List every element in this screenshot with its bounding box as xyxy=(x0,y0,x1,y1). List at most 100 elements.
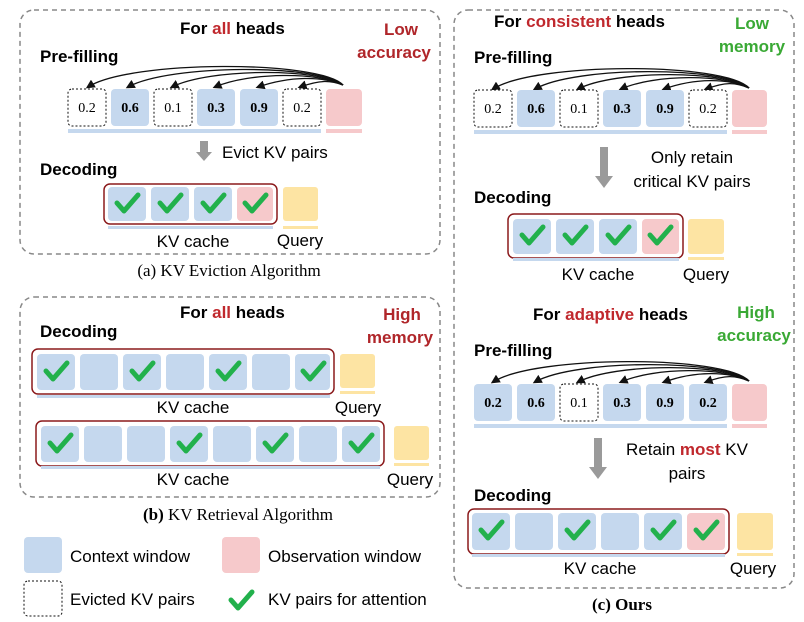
score: 0.1 xyxy=(570,102,588,117)
retain-text-line1: Only retain xyxy=(651,148,733,167)
score: 0.2 xyxy=(484,102,502,117)
query-underline xyxy=(340,391,375,394)
kv-cache-label: KV cache xyxy=(157,232,230,251)
context-underline xyxy=(513,258,679,261)
panel-b-badge-line1: High xyxy=(383,305,421,324)
legend-attention-label: KV pairs for attention xyxy=(268,590,427,609)
query-underline xyxy=(283,226,318,229)
score: 0.3 xyxy=(207,101,225,116)
token-context xyxy=(474,384,512,421)
context-underline xyxy=(41,466,380,469)
panel-b-badge-line2: memory xyxy=(367,328,434,347)
query-label: Query xyxy=(683,265,730,284)
panel-a-decoding-label: Decoding xyxy=(40,160,117,179)
evict-arrow-head xyxy=(196,152,212,161)
panel-a-prefill-label: Pre-filling xyxy=(40,47,118,66)
score: 0.2 xyxy=(293,101,311,116)
panel-c-badge2-line1: High xyxy=(737,303,775,322)
panel-a-badge-line1: Low xyxy=(384,20,419,39)
panel-b-cache-row-2 xyxy=(41,426,380,462)
panel-b-cache-row-1 xyxy=(37,354,330,390)
legend-evicted-label: Evicted KV pairs xyxy=(70,590,195,609)
context-underline xyxy=(474,424,727,428)
panel-c-badge2-line2: accuracy xyxy=(717,326,791,345)
panel-b-caption: (b) KV Retrieval Algorithm xyxy=(143,505,333,524)
panel-b-kv-cache-outline-1 xyxy=(31,348,335,395)
panel-c-scores-2: 0.2 0.6 0.1 0.3 0.9 0.2 xyxy=(484,396,717,411)
panel-a-border xyxy=(19,9,441,255)
query-token xyxy=(283,187,318,221)
panel-b-header: For all heads xyxy=(180,303,285,322)
token-context xyxy=(646,90,684,127)
query-token xyxy=(394,426,429,460)
score: 0.1 xyxy=(570,396,588,411)
token-context xyxy=(603,90,641,127)
kv-cache-label: KV cache xyxy=(564,559,637,578)
legend-context-swatch xyxy=(24,537,62,573)
panel-a-kv-cache-outline xyxy=(103,183,278,225)
token-context xyxy=(603,384,641,421)
panel-a-header: For all heads xyxy=(180,19,285,38)
query-label: Query xyxy=(730,559,777,578)
query-underline xyxy=(394,463,429,466)
panel-c-scores-1: 0.2 0.6 0.1 0.3 0.9 0.2 xyxy=(484,102,717,117)
panel-c-decoding-label-2: Decoding xyxy=(474,486,551,505)
legend-context-label: Context window xyxy=(70,547,191,566)
score: 0.2 xyxy=(699,396,717,411)
token-context xyxy=(517,384,555,421)
panel-c-decoding-label-1: Decoding xyxy=(474,188,551,207)
evict-arrow xyxy=(200,141,208,153)
observation-underline xyxy=(732,130,767,134)
legend-check-icon xyxy=(231,592,252,608)
retain-most-line1: Retain most KV xyxy=(626,440,749,459)
panel-c-caption: (c) Ours xyxy=(592,595,652,614)
score: 0.9 xyxy=(656,102,674,117)
context-underline xyxy=(472,554,725,557)
legend-observation-swatch xyxy=(222,537,260,573)
token-evicted xyxy=(282,88,322,127)
token-context xyxy=(111,89,149,126)
token-context xyxy=(197,89,235,126)
kv-cache-label: KV cache xyxy=(562,265,635,284)
token-evicted xyxy=(473,89,513,128)
observation-underline xyxy=(732,424,767,428)
token-evicted xyxy=(559,89,599,128)
token-evicted xyxy=(153,88,193,127)
context-underline xyxy=(37,395,330,398)
query-token xyxy=(340,354,375,388)
panel-b-border xyxy=(19,296,441,498)
kv-cache-label: KV cache xyxy=(157,470,230,489)
context-underline xyxy=(108,226,273,229)
panel-c-border xyxy=(453,9,795,589)
retain-most-arrow xyxy=(594,438,602,468)
panel-c-token-row-1 xyxy=(473,89,767,128)
retain-text-line2: critical KV pairs xyxy=(633,172,750,191)
panel-c-header-adaptive: For adaptive heads xyxy=(533,305,688,324)
retain-arrow-head xyxy=(595,176,613,188)
panel-c-badge1-line2: memory xyxy=(719,37,786,56)
panel-a-caption: (a) KV Eviction Algorithm xyxy=(137,261,320,280)
token-evicted xyxy=(67,88,107,127)
token-context xyxy=(517,90,555,127)
context-underline xyxy=(68,129,321,133)
query-label: Query xyxy=(387,470,434,489)
panel-c-token-row-2 xyxy=(474,383,767,422)
token-evicted xyxy=(559,383,599,422)
score: 0.6 xyxy=(527,102,545,117)
query-label: Query xyxy=(335,398,382,417)
panel-c-attention-arcs-2 xyxy=(490,361,750,385)
retain-most-arrow-head xyxy=(589,467,607,479)
panel-c-prefill-label-1: Pre-filling xyxy=(474,48,552,67)
panel-a-token-row xyxy=(67,88,362,127)
score: 0.2 xyxy=(699,102,717,117)
panel-c-badge1-line1: Low xyxy=(735,14,770,33)
panel-c-prefill-label-2: Pre-filling xyxy=(474,341,552,360)
panel-b-decoding-label: Decoding xyxy=(40,322,117,341)
token-observation xyxy=(732,384,767,421)
evict-label: Evict KV pairs xyxy=(222,143,328,162)
panel-a-scores: 0.2 0.6 0.1 0.3 0.9 0.2 xyxy=(78,101,311,116)
score: 0.3 xyxy=(613,396,631,411)
score: 0.6 xyxy=(121,101,139,116)
cache-slot xyxy=(601,513,639,550)
